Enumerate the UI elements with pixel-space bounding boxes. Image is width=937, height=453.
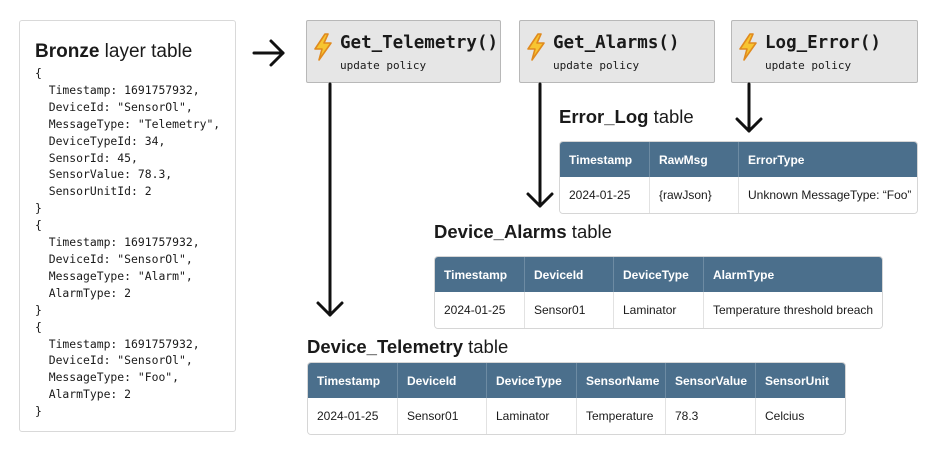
- table-title-rest: table: [462, 336, 509, 357]
- table-title-rest: table: [566, 221, 612, 242]
- arrow-error-to-table: [735, 82, 763, 133]
- table-title-bold: Device_Alarms: [434, 221, 567, 242]
- column-header: Timestamp: [308, 363, 398, 398]
- column-header: SensorName: [577, 363, 666, 398]
- table-cell: Laminator: [614, 292, 704, 328]
- table-cell: Laminator: [487, 398, 577, 434]
- table-cell: 78.3: [666, 398, 756, 434]
- column-header: DeviceId: [398, 363, 487, 398]
- arrow-alarms-to-table: [526, 82, 554, 208]
- device-alarms-table: Timestamp DeviceId DeviceType AlarmType …: [434, 256, 883, 329]
- column-header: DeviceType: [614, 257, 704, 292]
- column-header: Timestamp: [435, 257, 525, 292]
- function-name: Get_Telemetry(): [340, 33, 499, 53]
- table-cell: Sensor01: [525, 292, 614, 328]
- table-header-row: Timestamp DeviceId DeviceType SensorName…: [308, 363, 845, 398]
- function-name: Get_Alarms(): [553, 33, 680, 53]
- error-log-table-title: Error_Log table: [559, 106, 694, 128]
- table-cell: 2024-01-25: [308, 398, 398, 434]
- table-title-bold: Error_Log: [559, 106, 649, 127]
- column-header: DeviceType: [487, 363, 577, 398]
- column-header: SensorUnit: [765, 373, 830, 388]
- table-cell: 2024-01-25: [560, 177, 650, 213]
- function-name: Log_Error(): [765, 33, 881, 53]
- table-row: 2024-01-25 {rawJson} Unknown MessageType…: [560, 177, 917, 213]
- device-telemetry-table-title: Device_Telemetry table: [307, 336, 508, 358]
- column-header: Timestamp: [560, 142, 650, 177]
- column-header: RawMsg: [650, 142, 739, 177]
- table-cell: Celcius: [765, 409, 805, 423]
- get-telemetry-function-box: Get_Telemetry() update policy: [306, 20, 501, 83]
- device-alarms-table-title: Device_Alarms table: [434, 221, 612, 243]
- column-header: AlarmType: [713, 267, 775, 282]
- error-log-table: Timestamp RawMsg ErrorType 2024-01-25 {r…: [559, 141, 918, 214]
- table-cell: Temperature: [577, 398, 666, 434]
- bronze-title-rest: layer table: [99, 41, 193, 62]
- column-header: ErrorType: [748, 152, 805, 167]
- table-cell: Sensor01: [398, 398, 487, 434]
- device-telemetry-table: Timestamp DeviceId DeviceType SensorName…: [307, 362, 846, 435]
- get-alarms-function-box: Get_Alarms() update policy: [519, 20, 715, 83]
- bronze-layer-panel: Bronze layer table { Timestamp: 16917579…: [19, 20, 236, 432]
- log-error-function-box: Log_Error() update policy: [731, 20, 918, 83]
- bronze-layer-title: Bronze layer table: [35, 41, 192, 63]
- column-header: DeviceId: [525, 257, 614, 292]
- lightning-icon: [739, 33, 757, 61]
- arrow-telemetry-to-table: [316, 82, 344, 317]
- table-cell: {rawJson}: [650, 177, 739, 213]
- function-subtitle: update policy: [553, 59, 640, 72]
- table-title-bold: Device_Telemetry: [307, 336, 463, 357]
- lightning-icon: [314, 33, 332, 61]
- bronze-title-bold: Bronze: [35, 41, 100, 62]
- table-title-rest: table: [648, 106, 694, 127]
- lightning-icon: [527, 33, 545, 61]
- table-header-row: Timestamp DeviceId DeviceType AlarmType: [435, 257, 882, 292]
- table-cell: Temperature threshold breach: [713, 303, 874, 317]
- table-row: 2024-01-25 Sensor01 Laminator Temperatur…: [308, 398, 845, 434]
- table-cell: Unknown MessageType: “Foo”: [748, 188, 912, 202]
- function-subtitle: update policy: [340, 59, 427, 72]
- function-subtitle: update policy: [765, 59, 852, 72]
- bronze-json-records: { Timestamp: 1691757932, DeviceId: "Sens…: [35, 66, 221, 419]
- table-header-row: Timestamp RawMsg ErrorType: [560, 142, 917, 177]
- column-header: SensorValue: [666, 363, 756, 398]
- table-row: 2024-01-25 Sensor01 Laminator Temperatur…: [435, 292, 882, 328]
- arrow-bronze-to-telemetry: [252, 39, 285, 67]
- table-cell: 2024-01-25: [435, 292, 525, 328]
